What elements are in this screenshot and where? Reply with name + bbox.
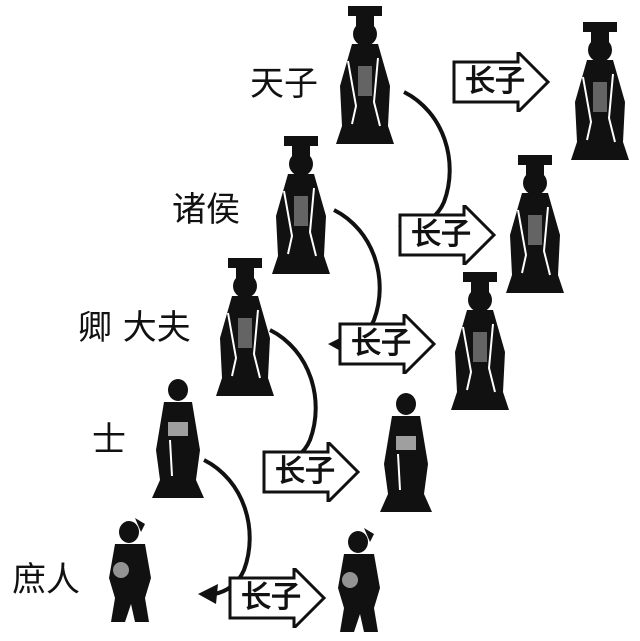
scholar-figure-icon: [151, 378, 205, 499]
hollow-arrow-icon: [262, 442, 361, 502]
rank-label-shuren: 庶人: [12, 560, 80, 600]
heir-arrow-shi: 长子: [262, 442, 362, 502]
hollow-arrow-icon: [338, 314, 437, 374]
heir-label: 长子: [411, 217, 471, 252]
heir-arrow-shuren: 长子: [228, 568, 328, 628]
heir-label: 长子: [351, 326, 411, 361]
commoner-figure-icon: [338, 528, 380, 632]
official-figure-icon: [570, 21, 630, 161]
heir-arrow-zhuhou: 长子: [398, 205, 498, 265]
rank-label-qingdafu: 卿 大夫: [78, 308, 191, 348]
official-figure-icon: [450, 271, 510, 411]
heir-label: 长子: [241, 580, 301, 615]
heir-arrow-tianzi: 长子: [452, 52, 552, 112]
official-figure-icon: [215, 257, 275, 397]
rank-label-shi: 士: [92, 420, 126, 460]
commoner-figure-icon: [109, 518, 151, 622]
hollow-arrow-icon: [398, 205, 497, 265]
scholar-figure-icon: [379, 392, 433, 513]
heir-label: 长子: [275, 454, 335, 489]
heir-label: 长子: [465, 64, 525, 99]
official-figure-icon: [271, 135, 331, 275]
hollow-arrow-icon: [228, 568, 327, 628]
rank-label-zhuhou: 诸侯: [172, 190, 240, 230]
official-figure-icon: [505, 154, 565, 294]
rank-label-tianzi: 天子: [250, 64, 318, 104]
heir-arrow-qingdafu: 长子: [338, 314, 438, 374]
official-figure-icon: [335, 5, 395, 145]
hollow-arrow-icon: [452, 52, 551, 112]
